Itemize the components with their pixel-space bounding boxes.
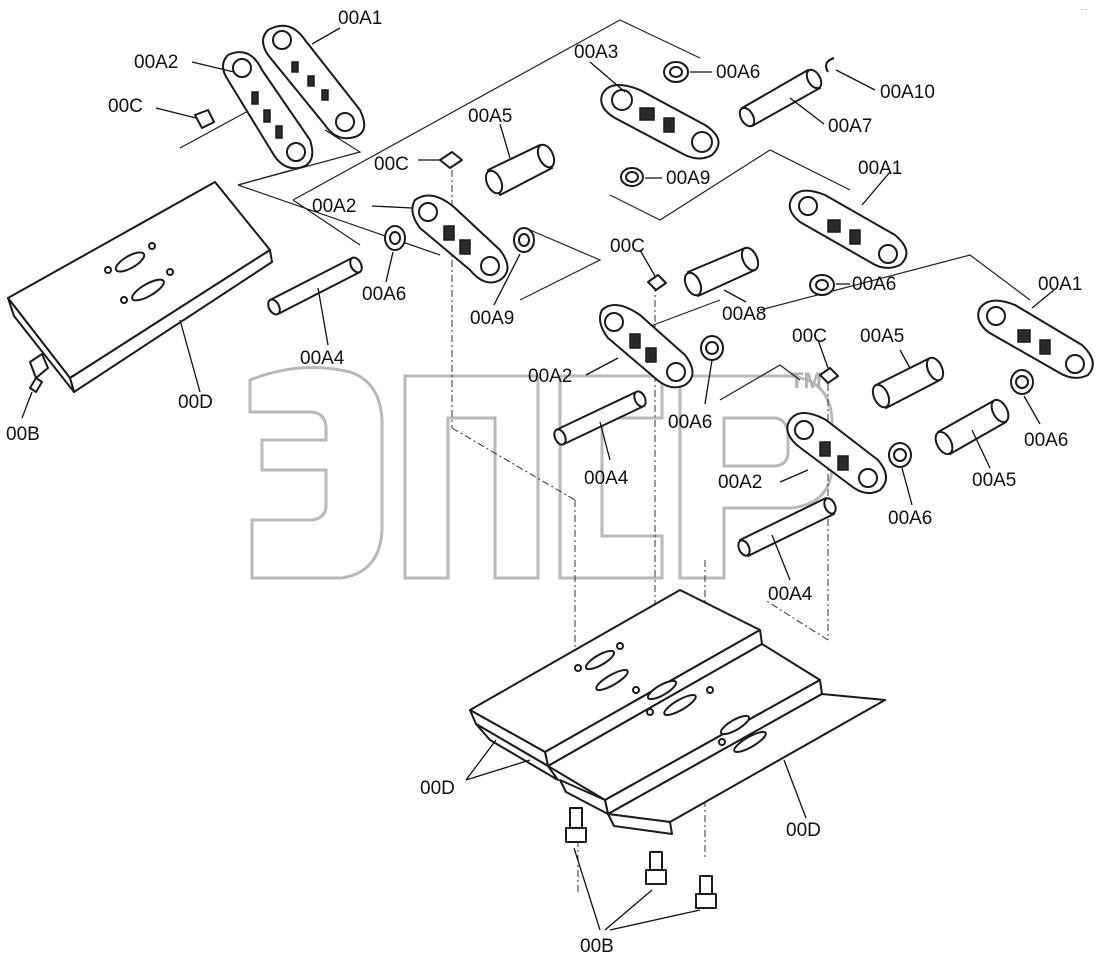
track-shoes-bottom [469, 589, 886, 835]
bushing-00A5-low [934, 398, 1010, 456]
label-00A1-right: 00A1 [858, 158, 902, 179]
pin-00A4-center [553, 390, 647, 446]
label-00A2-center: 00A2 [528, 366, 572, 387]
bushing-00A5-right [871, 356, 945, 409]
label-00C-mid: 00C [374, 154, 409, 175]
label-00A4-left: 00A4 [300, 348, 345, 369]
label-00D-low-left: 00D [420, 778, 455, 799]
label-00C-center: 00C [610, 236, 645, 257]
label-00A5-right: 00A5 [860, 326, 904, 347]
corner-mark: ··· [1080, 5, 1088, 14]
link-00A1-far [977, 299, 1094, 379]
label-00A10: 00A10 [880, 82, 935, 103]
label-00A6-far: 00A6 [1024, 430, 1068, 451]
link-00A2-mid [411, 194, 509, 284]
nut-00C-top [194, 109, 215, 129]
watermark-tm: TM [790, 368, 822, 393]
track-shoe-left [7, 181, 273, 393]
label-00A6-left: 00A6 [362, 284, 406, 305]
label-00A2-top: 00A2 [134, 52, 178, 73]
assembly-frames [179, 19, 1031, 401]
seal-00A6-far [1010, 369, 1034, 395]
leader-lines [21, 27, 1055, 931]
part-labels: 00A1 00A2 00C 00B 00D 00A3 00A6 00A10 00… [6, 8, 1082, 957]
link-00A3 [600, 84, 720, 160]
pin-00A4-low [737, 497, 837, 557]
clip-00A10 [825, 57, 835, 73]
label-00A2-low: 00A2 [718, 472, 762, 493]
seal-00A6-right-top [809, 274, 835, 296]
nut-00C-right [819, 367, 839, 384]
label-00A6-low: 00A6 [888, 508, 932, 529]
label-00B-low: 00B [580, 936, 614, 957]
label-00C-top: 00C [108, 96, 143, 117]
bolt-left [29, 353, 49, 393]
pin-00A4-left [267, 256, 363, 316]
seal-00A6-center [700, 335, 724, 361]
label-00C-right: 00C [792, 326, 827, 347]
label-00A4-low: 00A4 [768, 584, 813, 605]
pin-00A7 [738, 68, 823, 128]
label-00A1-top: 00A1 [338, 8, 382, 29]
label-00A5-low: 00A5 [972, 470, 1016, 491]
label-00A5-mid: 00A5 [468, 106, 512, 127]
label-00A6-right-top: 00A6 [852, 274, 896, 295]
bushing-00A5-top [484, 143, 556, 196]
label-00A3: 00A3 [574, 42, 618, 63]
link-00A2-low [786, 412, 887, 495]
label-00A8: 00A8 [722, 304, 766, 325]
ring-00A9-top [620, 167, 644, 187]
label-00A4-center: 00A4 [584, 468, 629, 489]
watermark-logo: TM [248, 366, 834, 580]
bushing-00A8 [683, 246, 760, 297]
ring-00A9-mid [513, 227, 535, 253]
label-00A9-top: 00A9 [666, 168, 710, 189]
label-00A7: 00A7 [828, 116, 872, 137]
seal-00A6-low [888, 442, 912, 468]
label-00D-low-right: 00D [786, 820, 821, 841]
nut-00C-mid [439, 151, 463, 169]
label-00A2-mid: 00A2 [312, 196, 356, 217]
bolts-bottom [565, 807, 717, 909]
label-00D-left: 00D [178, 392, 213, 413]
seal-00A6-top [663, 61, 689, 83]
seal-00A6-left [384, 225, 406, 251]
link-00A1-right [788, 189, 908, 269]
link-00A1-top [262, 24, 366, 140]
link-00A2-center [599, 304, 694, 389]
label-00A6-center: 00A6 [668, 412, 712, 433]
nut-00C-center [647, 274, 667, 291]
label-00A1-far: 00A1 [1038, 274, 1082, 295]
label-00B-left: 00B [6, 424, 40, 445]
label-00A6-top: 00A6 [716, 62, 760, 83]
label-00A9-mid: 00A9 [470, 308, 514, 329]
link-00A2-top [222, 51, 314, 170]
